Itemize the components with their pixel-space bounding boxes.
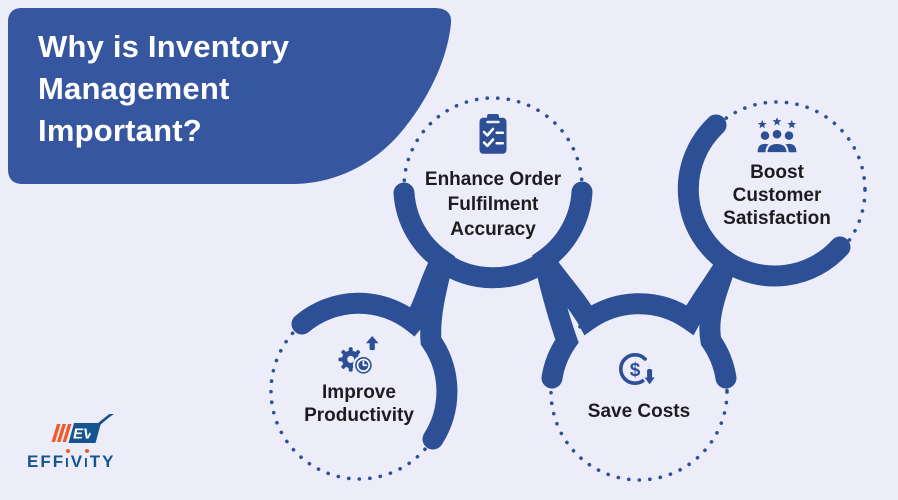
down-arrow (641, 367, 658, 387)
wordmark-dotted-i: I (65, 455, 71, 470)
stars (757, 118, 797, 129)
page-title: Why is Inventory Management Important? (38, 26, 368, 152)
customers-stars-icon (757, 118, 797, 155)
node-label: Save Costs (587, 401, 691, 422)
wordmark-part: EFF (27, 452, 66, 471)
node-enhance-order-fulfilment: Enhance Order Fulfilment Accuracy (413, 114, 573, 242)
title-line-2: Management (38, 71, 230, 106)
node-save-costs: $ Save Costs (569, 351, 709, 423)
effivity-wordmark: EFFIVITY (27, 452, 143, 472)
wordmark-dotted-i: I (84, 455, 90, 470)
people-group (757, 127, 797, 155)
effivity-emblem-icon: EV (51, 414, 114, 443)
node-label: Enhance Order Fulfilment Accuracy (424, 169, 562, 240)
node-label: Improve Productivity (304, 382, 414, 426)
node-label: Boost Customer Satisfaction (723, 162, 831, 229)
clock (352, 354, 374, 376)
emblem-stripes (51, 424, 72, 442)
ribbon-cross-right (677, 114, 740, 389)
up-arrow (365, 335, 379, 351)
gear-clock-arrow-icon (337, 335, 379, 376)
node-boost-customer-satisfaction: Boost Customer Satisfaction (713, 118, 841, 230)
ribbon-cross-middle (532, 181, 593, 389)
emblem-check-swoosh (88, 414, 114, 434)
node-improve-productivity: Improve Productivity (289, 334, 429, 427)
emblem-monogram: EV (73, 426, 95, 443)
effivity-logo: EV EFFIVITY (27, 414, 143, 472)
dollar-glyph: $ (630, 360, 641, 381)
clipboard-checklist-icon (479, 114, 507, 154)
header-shape (8, 8, 452, 184)
wordmark-part: V (70, 452, 85, 471)
dollar-down-icon: $ (619, 353, 658, 387)
title-line-1: Why is Inventory (38, 29, 290, 64)
ribbon-junctions (417, 280, 725, 310)
title-line-3: Important? (38, 113, 202, 148)
ribbon-serpentine (291, 236, 851, 337)
wordmark-part: TY (89, 452, 116, 471)
ribbon-cross-left (393, 182, 458, 450)
